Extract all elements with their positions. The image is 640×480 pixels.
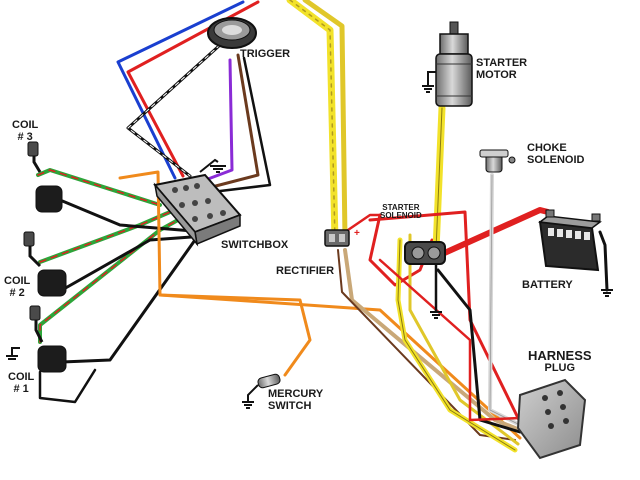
wire-white-choke bbox=[488, 173, 522, 427]
wire-black-ground-loop bbox=[38, 368, 97, 404]
label-switchbox: SWITCHBOX bbox=[221, 239, 289, 251]
ground-icon bbox=[422, 80, 434, 93]
wire-yellow-harness-2 bbox=[408, 233, 520, 446]
mercury-switch bbox=[247, 373, 281, 402]
wire-black-coil3 bbox=[58, 198, 207, 234]
wire-brown-harness bbox=[337, 249, 516, 441]
battery bbox=[538, 209, 602, 272]
ground-icon bbox=[430, 311, 442, 319]
label-rectifier: RECTIFIER bbox=[276, 265, 335, 277]
coil-3 bbox=[27, 141, 63, 213]
wire-yellow-rectifier bbox=[286, 0, 339, 244]
wire-purple-trigger bbox=[198, 58, 234, 184]
switchbox bbox=[153, 173, 242, 247]
choke-solenoid bbox=[479, 149, 516, 173]
label-coil-1: COIL# 1 bbox=[8, 371, 35, 395]
wire-black-coil2 bbox=[60, 234, 207, 292]
wire-orange-main bbox=[158, 293, 522, 440]
wire-red-harness-2 bbox=[378, 258, 522, 422]
starter-solenoid bbox=[404, 241, 446, 312]
wire-black-battery bbox=[598, 230, 609, 292]
wire-yellow-rectifier-2 bbox=[302, 0, 348, 241]
label-coil-2: COIL# 2 bbox=[4, 275, 31, 299]
coil-2 bbox=[23, 231, 67, 297]
ground-icon bbox=[601, 289, 613, 297]
harness-plug bbox=[516, 378, 587, 460]
starter-motor bbox=[427, 21, 473, 107]
wire-tan-harness bbox=[343, 248, 522, 432]
wire-red-harness bbox=[368, 210, 522, 424]
ground-icon bbox=[6, 347, 20, 360]
wires bbox=[36, 0, 609, 453]
trigger-component bbox=[207, 17, 257, 49]
ground-icon bbox=[199, 158, 226, 173]
wire-black-coil1 bbox=[60, 238, 197, 364]
label-coil-3: COIL# 3 bbox=[12, 119, 39, 143]
coil-1 bbox=[29, 305, 67, 373]
svg-text:+: + bbox=[354, 228, 360, 239]
wire-black-trigger2 bbox=[210, 56, 272, 194]
rectifier: + bbox=[324, 228, 360, 247]
label-trigger: TRIGGER bbox=[240, 48, 291, 60]
wire-orange-switch bbox=[118, 170, 312, 377]
ground-icon bbox=[242, 401, 254, 409]
label-battery: BATTERY bbox=[522, 279, 573, 291]
wire-black-starter-harness bbox=[436, 268, 522, 434]
wire-red-battery bbox=[437, 207, 551, 258]
wire-brown-trigger bbox=[206, 53, 260, 190]
wire-blue-trigger bbox=[116, 0, 245, 180]
